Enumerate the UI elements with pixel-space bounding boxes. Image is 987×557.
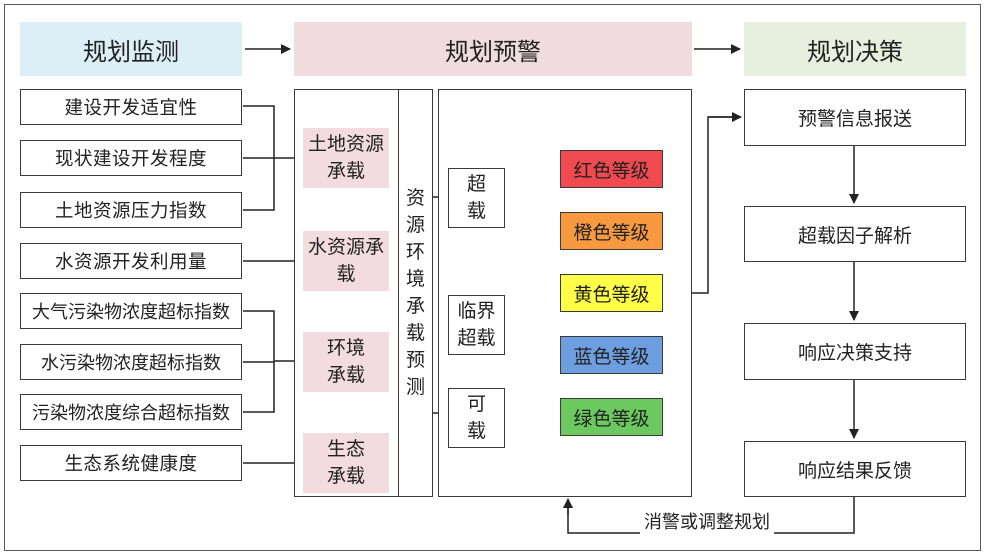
- header-decision: 规划决策: [744, 22, 966, 76]
- level-blue: 蓝色等级: [560, 336, 663, 374]
- category-environment: 环境承载: [303, 332, 389, 392]
- status-critical: 临界超载: [448, 295, 505, 355]
- status-bearable: 可载: [448, 388, 505, 448]
- header-monitor: 规划监测: [20, 22, 242, 76]
- indicator-box: 污染物浓度综合超标指数: [20, 394, 242, 430]
- status-overload: 超载: [448, 168, 505, 228]
- category-land: 土地资源承载: [303, 128, 389, 188]
- outer-frame: [4, 4, 981, 551]
- indicator-box: 大气污染物浓度超标指数: [20, 293, 242, 329]
- decision-analysis: 超载因子解析: [744, 206, 966, 262]
- level-orange: 橙色等级: [560, 212, 663, 250]
- decision-report: 预警信息报送: [744, 89, 966, 146]
- level-yellow: 黄色等级: [560, 274, 663, 312]
- forecast-panel: 资源环境承载预测: [398, 89, 433, 497]
- level-green: 绿色等级: [560, 398, 663, 436]
- feedback-label: 消警或调整规划: [640, 508, 774, 534]
- header-warning: 规划预警: [294, 22, 692, 76]
- indicator-box: 生态系统健康度: [20, 445, 242, 481]
- category-ecology: 生态承载: [303, 433, 389, 493]
- forecast-label: 资源环境承载预测: [405, 187, 425, 398]
- indicator-box: 建设开发适宜性: [20, 89, 242, 125]
- category-water: 水资源承载: [303, 231, 389, 291]
- decision-support: 响应决策支持: [744, 323, 966, 380]
- indicator-box: 水污染物浓度超标指数: [20, 344, 242, 380]
- level-red: 红色等级: [560, 150, 663, 188]
- indicator-box: 现状建设开发程度: [20, 140, 242, 176]
- indicator-box: 水资源开发利用量: [20, 243, 242, 279]
- decision-feedback: 响应结果反馈: [744, 441, 966, 497]
- indicator-box: 土地资源压力指数: [20, 192, 242, 228]
